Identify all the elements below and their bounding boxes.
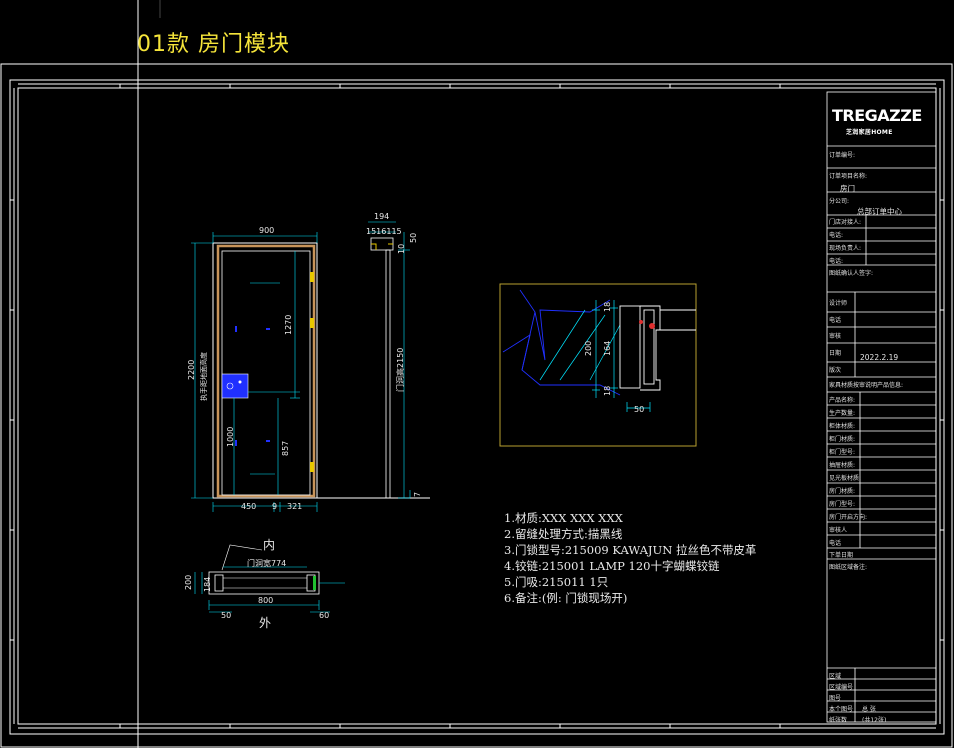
dim-bottom-gap: 7 [413,491,422,497]
title-block-label: 图纸确认人签字: [829,270,874,277]
title-block-label: 门店对接人: [829,219,862,226]
title-block-label: 图纸区域备注: [829,564,868,571]
notes-list: 1.材质:XXX XXX XXX 2.留缝处理方式:描黑线 3.门锁型号:215… [504,510,756,606]
dim-depth-top: 194 [374,212,390,221]
title-block-label: 现场负责人: [829,245,862,252]
plan-side-dim: 200 [184,574,193,590]
dim-inner-height: 门洞高2150 [396,347,405,392]
title-block-label: 电话: [829,258,844,265]
note-item: 2.留缝处理方式:描黑线 [504,527,623,541]
lock-note: 执手距地面高度 [200,352,208,401]
note-item: 3.门锁型号:215009 KAWAJUN 拉丝色不带皮革 [504,543,757,557]
title-block-footer-label: 区域编号 [829,684,854,691]
title-block-label: 电话 [829,317,842,324]
title-block-label: 柜体材质: [829,423,856,430]
note-item: 6.备注:(例: 门锁现场开) [504,591,628,605]
dim-depth-side: 50 [409,232,418,243]
title-block-label: 审核 [829,333,842,340]
door-frame-outer [212,242,318,499]
title-block-label: 分公司: [829,198,850,205]
dim-depth-parts: 1516115 [366,227,402,236]
title-block-footer-value: (共12张) [862,717,887,724]
title-block-label: 版次 [829,367,842,374]
door-elevation [191,221,430,512]
plan-side2-dim: 184 [203,576,212,592]
door-leaf [221,250,311,496]
plan-view [194,544,345,613]
note-item: 4.铰链:215001 LAMP 120十字蝴蝶铰链 [504,559,720,573]
title-block-label: 抽屉材质: [829,462,856,469]
title-block-label: 柜门材质: [829,436,856,443]
title-block-label: 房门型号: [829,501,856,508]
dim-mid: 857 [281,440,290,456]
plan-width-dim: 800 [258,596,274,605]
title-block-label: 柜门型号: [829,449,856,456]
detail-dim-18b: 18 [603,385,612,396]
title-block-label: 房门开启方向: [829,514,868,521]
dim-lock-height: 1000 [226,426,235,447]
note-item: 5.门吸:215011 1只 [504,575,609,589]
dim-width-top: 900 [259,226,275,235]
title-block-label: 下单日期 [829,552,854,559]
detail-dim-200: 200 [584,340,593,356]
title-block-label: 日期 [829,350,842,357]
title-block-footer-label: 区域 [829,673,842,680]
hinge-bottom [310,462,314,472]
title-block-label: 见光板材质: [829,475,862,482]
detail-dim-18a: 18 [603,301,612,312]
title-block-label: 订单编号: [829,152,856,159]
note-item: 1.材质:XXX XXX XXX [504,511,623,525]
hinge-mid [310,318,314,328]
title-block-label: 电话 [829,540,842,547]
title-block-footer-value: 总 张 [862,706,876,713]
title-block-label: 产品名称: [829,397,856,404]
grid-ticks [10,84,944,728]
dim-height: 2200 [187,359,196,380]
plan-left-dim: 50 [221,611,232,620]
dim-bottom-mid: 9 [272,502,278,511]
section-detail [499,283,697,447]
title-block-footer-label: 纸张数 [829,717,848,724]
plan-inside-label: 内 [263,538,276,552]
door-side-section [385,249,391,499]
title-block-label: 房门材质: [829,488,856,495]
title-block-footer-label: 图号 [829,695,842,702]
title-block-label: 设计师 [829,300,848,307]
door-frame-wood [216,244,316,498]
plan-opening-dim: 门洞宽774 [247,559,287,568]
drawing-title: 01款 房门模块 [137,32,290,57]
title-block-footer-label: 本个图号 [829,706,854,713]
title-block-label: 家具材质按审说明产品信息: [829,382,904,389]
dim-depth-side2: 10 [397,243,406,254]
dim-bottom-right: 321 [287,502,303,511]
title-block-frame [826,91,937,723]
title-block-value: 房门 [840,184,855,193]
title-block-label: 订单项目名称: [829,173,868,180]
dim-bottom-left: 450 [241,502,257,511]
lock-box [221,373,249,399]
dim-hinge-height: 1270 [284,314,293,335]
title-block-label: 生产数量: [829,410,856,417]
plan-outside-label: 外 [259,616,272,630]
title-block-label: 电话: [829,232,844,239]
brand-logo-sub: 芝润家居HOME [846,129,893,136]
title-block-label: 审核人 [829,527,848,534]
plan-right-dim: 60 [319,611,330,620]
title-block-value: 2022.2.19 [860,353,899,362]
brand-logo: TREGAZZE [832,106,922,125]
title-block-value: 总部订单中心 [857,207,902,216]
detail-dim-50: 50 [634,405,645,414]
detail-dim-164: 164 [603,340,612,356]
hinge-top [310,272,314,282]
